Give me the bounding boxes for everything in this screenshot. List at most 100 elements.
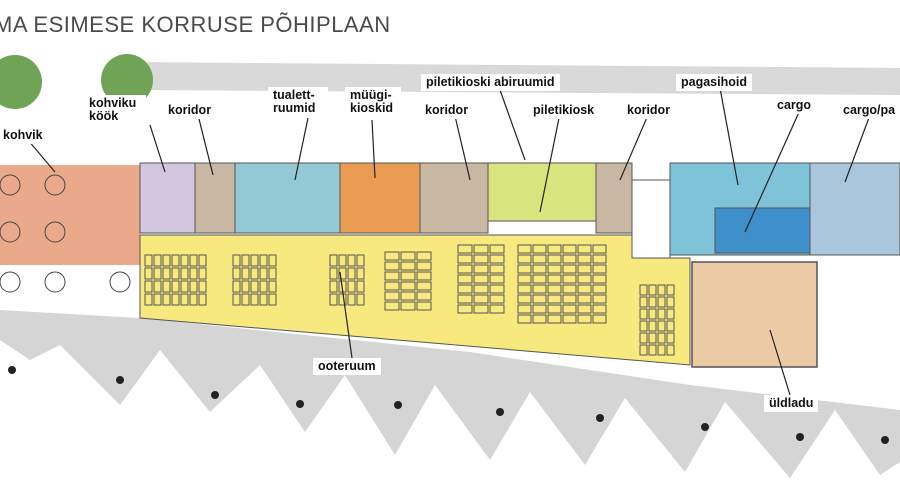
seat: [657, 308, 666, 320]
seat: [329, 254, 338, 267]
seat: [384, 271, 400, 281]
cargo-room: [714, 207, 811, 254]
seat: [639, 308, 648, 320]
seat: [473, 254, 489, 264]
seat: [400, 301, 416, 311]
seat: [473, 294, 489, 304]
seat: [416, 251, 432, 261]
seat: [259, 280, 268, 293]
seat: [562, 254, 577, 264]
stairwell: [631, 179, 671, 259]
seat: [639, 296, 648, 308]
seat: [473, 274, 489, 284]
pillars: [8, 366, 889, 444]
seat: [592, 304, 607, 314]
seat: [268, 254, 277, 267]
seat: [532, 294, 547, 304]
seat: [356, 267, 365, 280]
label-general-storage: üldladu: [764, 395, 819, 412]
corridor-3: [595, 162, 633, 234]
seat: [356, 254, 365, 267]
seat: [489, 294, 505, 304]
seating-rows: [144, 244, 675, 356]
seat: [666, 344, 675, 356]
seat: [577, 264, 592, 274]
seat: [648, 320, 657, 332]
seat: [489, 254, 505, 264]
seat: [232, 280, 241, 293]
seat: [457, 284, 473, 294]
seat: [198, 280, 207, 293]
seat: [532, 254, 547, 264]
seat: [562, 304, 577, 314]
seat: [657, 320, 666, 332]
seat: [338, 254, 347, 267]
seat: [162, 267, 171, 280]
label-cargo-baggage: cargo/pa: [838, 102, 900, 119]
label-corridor-2: koridor: [420, 102, 474, 119]
leader-lines: [27, 87, 871, 396]
seat: [547, 254, 562, 264]
seat: [577, 244, 592, 254]
seat: [489, 264, 505, 274]
cafe-table: [44, 221, 66, 243]
label-corridor-1: koridor: [163, 102, 217, 119]
seat: [144, 254, 153, 267]
seat: [250, 280, 259, 293]
seat: [250, 254, 259, 267]
seat: [547, 294, 562, 304]
seat: [517, 244, 532, 254]
seat: [639, 284, 648, 296]
seat: [517, 274, 532, 284]
seat: [648, 284, 657, 296]
seat: [457, 294, 473, 304]
cafe-table: [0, 174, 21, 196]
seat: [347, 280, 356, 293]
platform-area: [0, 310, 900, 478]
cafe-tables: [0, 174, 131, 293]
seat: [259, 293, 268, 306]
seat: [400, 291, 416, 301]
cafe-table: [44, 271, 66, 293]
seat: [639, 320, 648, 332]
seat: [232, 267, 241, 280]
seat: [416, 281, 432, 291]
seat: [384, 291, 400, 301]
label-ticket-kiosk-aux: piletikioski abiruumid: [421, 74, 560, 91]
seat: [356, 293, 365, 306]
seat: [562, 284, 577, 294]
seat: [648, 308, 657, 320]
seat: [577, 304, 592, 314]
seat: [416, 301, 432, 311]
label-cafe: kohvik: [0, 127, 48, 144]
seat: [457, 264, 473, 274]
seat: [489, 284, 505, 294]
label-cargo: cargo: [772, 97, 817, 114]
seat: [547, 304, 562, 314]
seat: [489, 244, 505, 254]
seat: [241, 267, 250, 280]
seat: [532, 264, 547, 274]
seat: [562, 274, 577, 284]
seat: [180, 280, 189, 293]
seat: [162, 293, 171, 306]
seat: [666, 308, 675, 320]
seat: [517, 314, 532, 324]
seat: [532, 284, 547, 294]
cafe-table: [109, 271, 131, 293]
seat: [532, 314, 547, 324]
seat: [657, 284, 666, 296]
seat: [241, 293, 250, 306]
seat: [171, 254, 180, 267]
seat: [189, 280, 198, 293]
seat: [241, 254, 250, 267]
seat: [577, 254, 592, 264]
seat: [562, 314, 577, 324]
seat: [592, 284, 607, 294]
seat: [329, 267, 338, 280]
cafe-table: [0, 271, 21, 293]
seat: [416, 271, 432, 281]
seat: [657, 296, 666, 308]
